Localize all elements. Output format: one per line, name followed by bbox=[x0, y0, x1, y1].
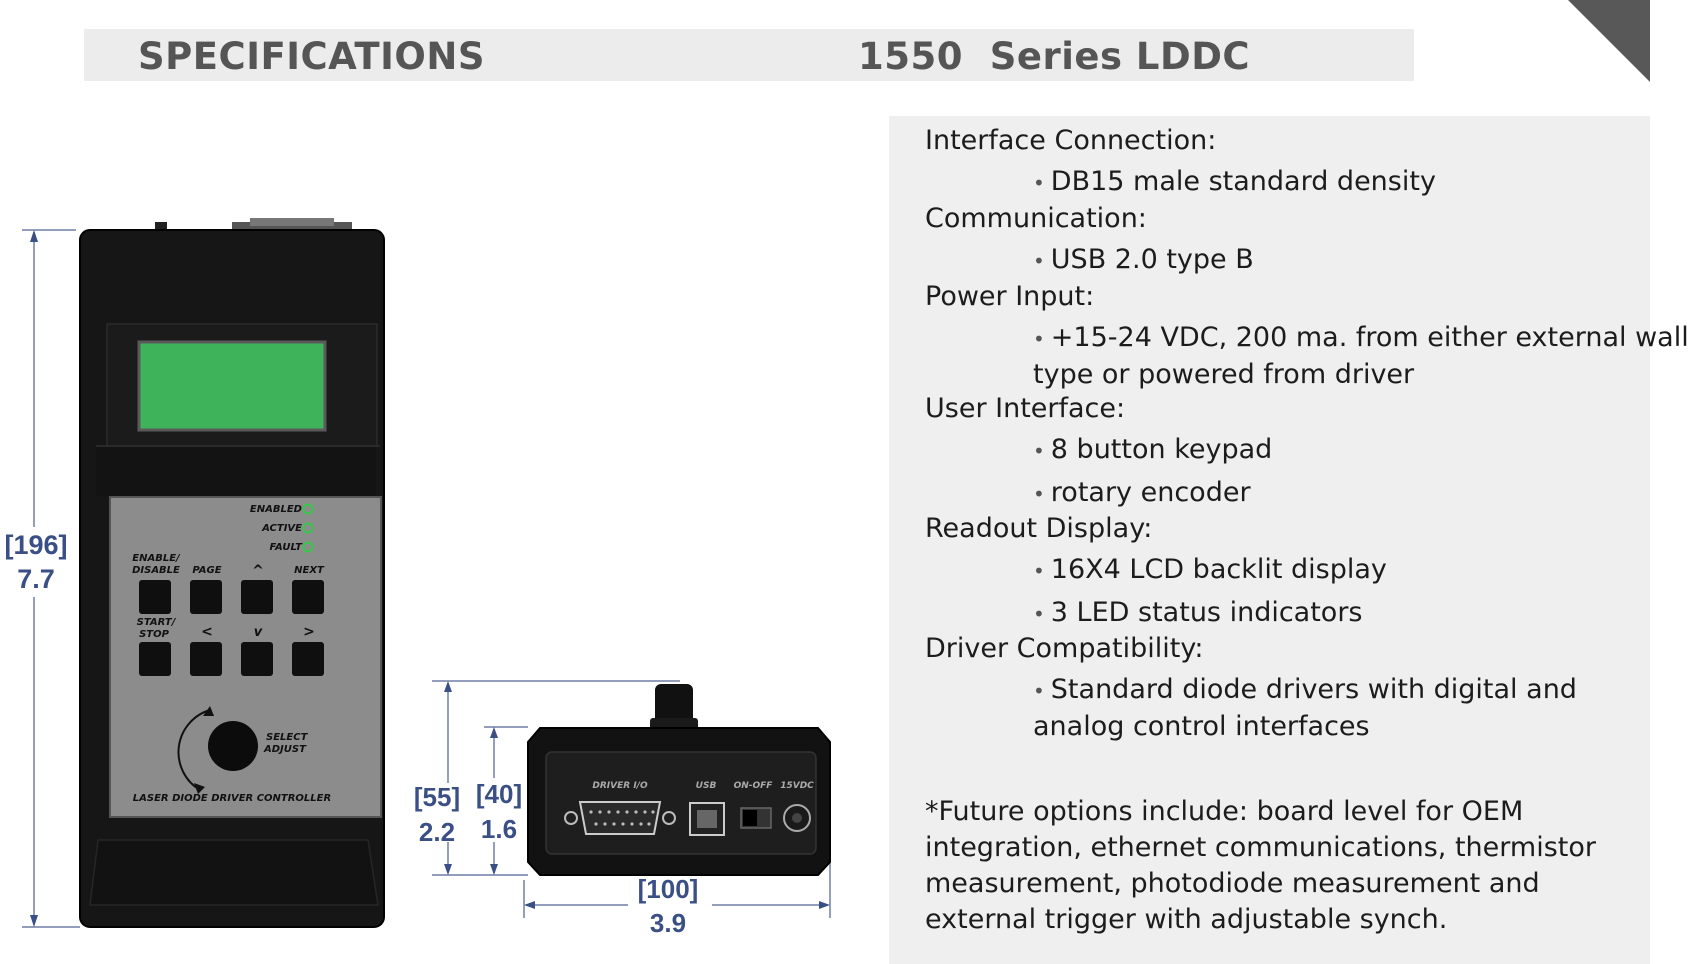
handheld-controller: [196] 7.7 ENABLED ACTIVE FAULT ENABLE/ D… bbox=[4, 218, 385, 928]
key-label-right: > bbox=[303, 624, 315, 640]
spec-item-text: analog control interfaces bbox=[1033, 711, 1370, 742]
spec-item-text: USB 2.0 type B bbox=[1050, 244, 1254, 275]
spec-label: User Interface: bbox=[925, 393, 1126, 424]
spec-label: Readout Display: bbox=[925, 513, 1153, 544]
key-right bbox=[292, 642, 324, 676]
spec-item-text: DB15 male standard density bbox=[1050, 166, 1436, 197]
port-label-driver-io: DRIVER I/O bbox=[592, 781, 648, 791]
device-footer-label: LASER DIODE DRIVER CONTROLLER bbox=[133, 793, 331, 804]
rear-width-in-label: 3.9 bbox=[650, 908, 686, 938]
future-options-note: *Future options include: board level for… bbox=[925, 796, 1596, 935]
key-label-stop: STOP bbox=[139, 629, 170, 640]
spec-label: Interface Connection: bbox=[925, 125, 1217, 156]
spec-item: •USB 2.0 type B bbox=[1033, 244, 1254, 275]
usb-b-port-icon bbox=[689, 802, 725, 836]
encoder-label-select: SELECT bbox=[266, 732, 309, 743]
spec-item-text: Standard diode drivers with digital and bbox=[1050, 674, 1577, 705]
led-label-active: ACTIVE bbox=[261, 523, 302, 534]
spec-power-input: Power Input: •+15-24 VDC, 200 ma. from e… bbox=[925, 280, 1689, 393]
spec-item: •DB15 male standard density bbox=[1033, 166, 1436, 197]
key-left bbox=[190, 642, 222, 676]
spec-item: •rotary encoder bbox=[1033, 477, 1251, 508]
spec-interface-connection: Interface Connection: •DB15 male standar… bbox=[925, 124, 1436, 201]
rotary-encoder-knob bbox=[208, 721, 258, 771]
key-down bbox=[241, 642, 273, 676]
port-label-on-off: ON-OFF bbox=[734, 781, 774, 791]
lcd-display bbox=[137, 340, 327, 432]
key-start-stop bbox=[139, 642, 171, 676]
spec-item-text: 16X4 LCD backlit display bbox=[1050, 554, 1387, 585]
rotation-arc-icon bbox=[177, 709, 211, 791]
spec-item-text: type or powered from driver bbox=[1033, 359, 1415, 390]
spec-item: •Standard diode drivers with digital and bbox=[1033, 674, 1577, 705]
key-label-down: v bbox=[254, 625, 263, 640]
corner-tab-decoration bbox=[1568, 0, 1650, 82]
spec-item-text: 8 button keypad bbox=[1050, 434, 1273, 465]
specifications-panel: Interface Connection: •DB15 male standar… bbox=[889, 116, 1689, 964]
key-up bbox=[241, 580, 273, 614]
power-switch-icon bbox=[740, 807, 772, 829]
height-mm-label: [196] bbox=[4, 530, 67, 560]
spec-item-text: +15-24 VDC, 200 ma. from either external… bbox=[1050, 322, 1689, 353]
product-title: 1550 Series LDDC bbox=[858, 35, 1251, 78]
key-label-enable: ENABLE/ bbox=[132, 553, 181, 564]
db15-connector-icon bbox=[564, 801, 676, 835]
rear-panel-view: [55] 2.2 [40] 1.6 [100] 3.9 DRIVER I/O U… bbox=[414, 680, 831, 938]
section-title: SPECIFICATIONS bbox=[138, 35, 485, 78]
port-label-15vdc: 15VDC bbox=[780, 781, 814, 791]
port-label-usb: USB bbox=[696, 781, 717, 791]
spec-communication: Communication: •USB 2.0 type B bbox=[925, 202, 1254, 279]
key-label-left: < bbox=[201, 624, 213, 640]
key-label-page: PAGE bbox=[192, 565, 221, 576]
spec-item: •+15-24 VDC, 200 ma. from either externa… bbox=[1033, 322, 1689, 353]
spec-item: •8 button keypad bbox=[1033, 434, 1273, 465]
rear-body-in-label: 1.6 bbox=[481, 814, 517, 844]
led-enabled-icon bbox=[302, 503, 314, 515]
rear-width-mm-label: [100] bbox=[638, 874, 699, 904]
key-next bbox=[292, 580, 324, 614]
height-in-label: 7.7 bbox=[17, 564, 55, 594]
rear-knob-icon bbox=[655, 684, 693, 728]
key-enable-disable bbox=[139, 580, 171, 614]
spec-item-continued: analog control interfaces bbox=[925, 709, 1577, 745]
spec-label: Driver Compatibility: bbox=[925, 633, 1204, 664]
spec-readout-display: Readout Display: •16X4 LCD backlit displ… bbox=[925, 512, 1387, 632]
spec-item: •16X4 LCD backlit display bbox=[1033, 554, 1387, 585]
key-label-disable: DISABLE bbox=[132, 565, 180, 576]
rear-body-mm-label: [40] bbox=[476, 779, 522, 809]
led-label-enabled: ENABLED bbox=[250, 504, 302, 515]
rear-height-mm-label: [55] bbox=[414, 782, 460, 812]
spec-label: Communication: bbox=[925, 203, 1147, 234]
led-label-fault: FAULT bbox=[270, 542, 304, 553]
key-label-up: ^ bbox=[252, 563, 264, 579]
spec-item-continued: type or powered from driver bbox=[925, 357, 1689, 393]
dc-jack-icon bbox=[783, 804, 811, 832]
spec-item-text: rotary encoder bbox=[1050, 477, 1251, 508]
led-fault-icon bbox=[302, 541, 314, 553]
spec-item: •3 LED status indicators bbox=[1033, 597, 1363, 628]
key-page bbox=[190, 580, 222, 614]
spec-user-interface: User Interface: •8 button keypad •rotary… bbox=[925, 392, 1272, 512]
led-active-icon bbox=[302, 522, 314, 534]
key-label-start: START/ bbox=[137, 617, 177, 628]
key-label-next: NEXT bbox=[294, 565, 325, 576]
spec-label: Power Input: bbox=[925, 281, 1095, 312]
spec-driver-compatibility: Driver Compatibility: •Standard diode dr… bbox=[925, 632, 1577, 745]
rear-height-in-label: 2.2 bbox=[419, 817, 455, 847]
spec-item-text: 3 LED status indicators bbox=[1050, 597, 1363, 628]
encoder-label-adjust: ADJUST bbox=[263, 744, 307, 755]
section-header-bar: SPECIFICATIONS 1550 Series LDDC bbox=[84, 29, 1414, 81]
product-drawings: [196] 7.7 ENABLED ACTIVE FAULT ENABLE/ D… bbox=[4, 218, 831, 938]
